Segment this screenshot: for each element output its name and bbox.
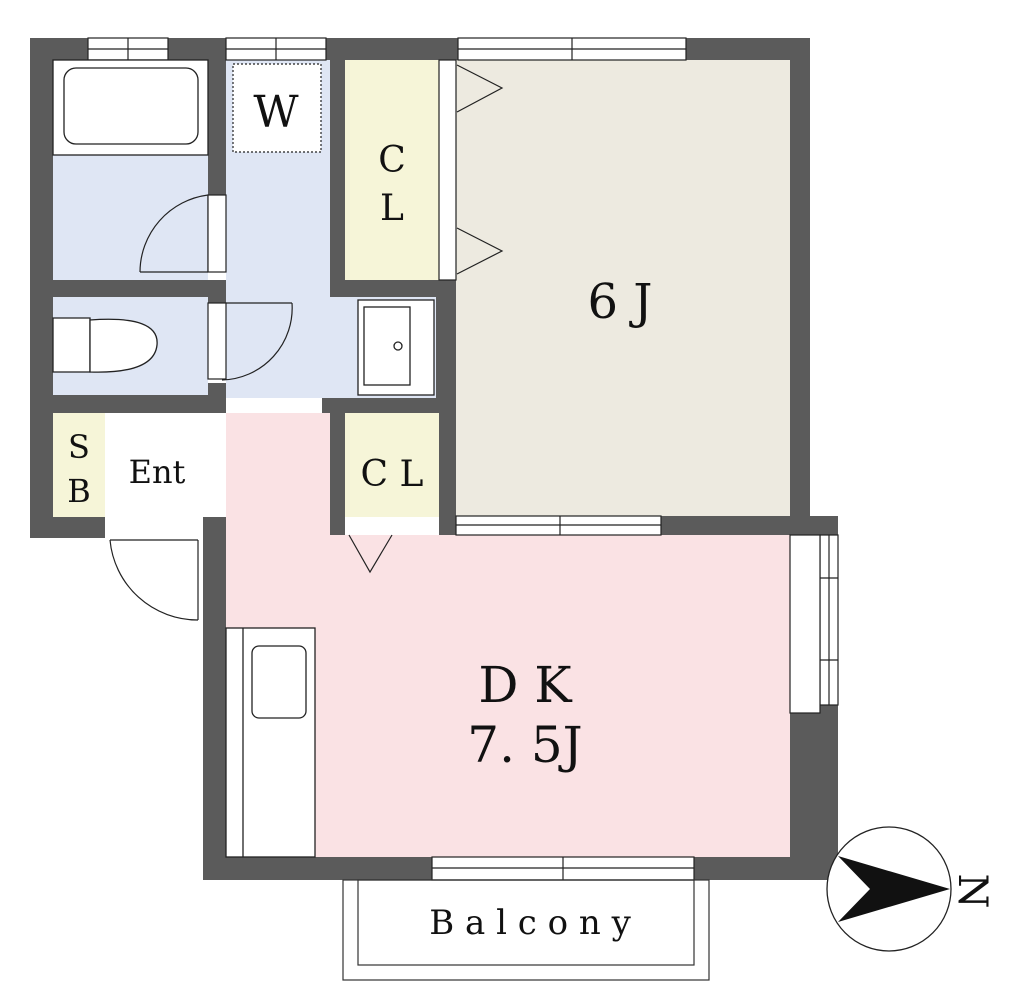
shoe-box-label-1: S xyxy=(68,428,90,466)
dk-label-line2: 7. 5J xyxy=(467,716,582,774)
shoe-box-label-2: B xyxy=(67,472,91,510)
closet-upper-label-2: L xyxy=(380,188,404,229)
shoe-box xyxy=(53,413,105,517)
window-frame-east xyxy=(789,534,821,714)
room-floors xyxy=(53,60,790,857)
windows xyxy=(87,37,839,881)
western-room xyxy=(456,60,790,516)
door-leaves xyxy=(207,59,457,380)
closet-upper-label-1: C xyxy=(378,140,406,181)
kitchen-sink xyxy=(251,645,307,719)
closet-upper xyxy=(345,60,439,280)
compass: N xyxy=(826,826,995,952)
dining-kitchen xyxy=(226,413,790,857)
north-arrow-icon xyxy=(838,856,950,922)
entrance-label: Ent xyxy=(129,453,186,491)
balcony xyxy=(342,879,710,981)
entrance xyxy=(105,413,210,517)
compass-north-label: N xyxy=(949,874,995,909)
washer-label: W xyxy=(253,87,299,138)
fixtures xyxy=(52,59,435,858)
closet-lower-label: C L xyxy=(361,454,424,495)
dk-label-line1: D K xyxy=(478,656,573,714)
bathtub-inner xyxy=(63,67,199,145)
washer-pan xyxy=(232,63,322,153)
closet-lower xyxy=(345,413,439,517)
balcony-label: B a l c o n y xyxy=(429,903,631,943)
room-labels: 6 J D K 7. 5J C L C L W S B Ent B a l c … xyxy=(67,87,652,943)
sliding-door-6j xyxy=(455,515,662,536)
toilet xyxy=(52,317,91,373)
western-room-label: 6 J xyxy=(587,274,652,330)
